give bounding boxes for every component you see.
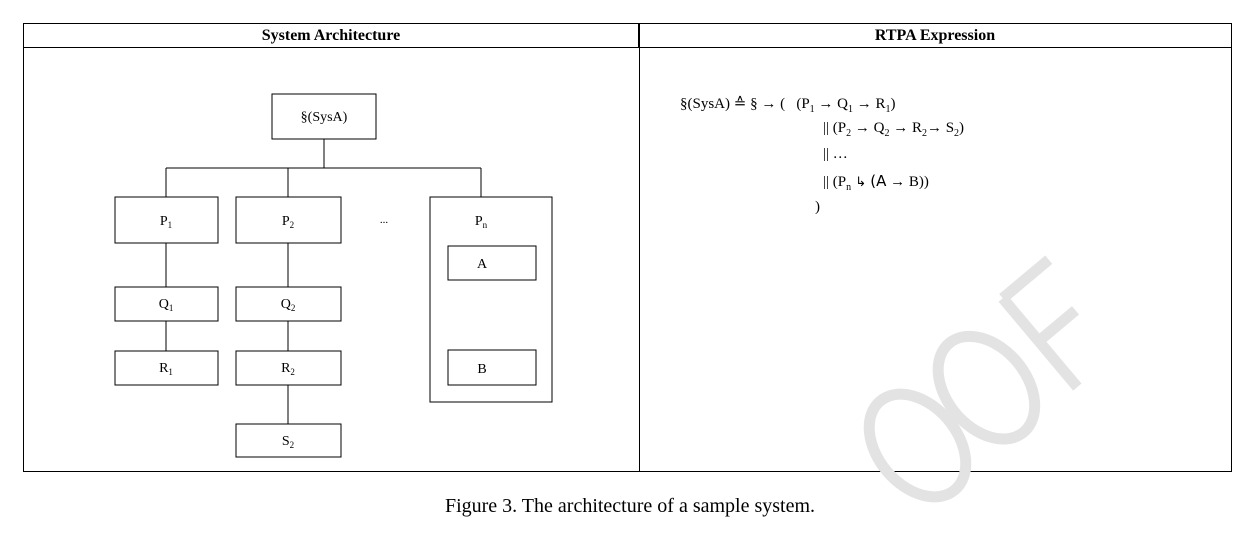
node-s2-label: S2	[282, 434, 294, 450]
node-p1	[114, 196, 219, 244]
node-a	[447, 245, 537, 281]
node-r2-label: R2	[281, 361, 295, 377]
header-system-architecture: System Architecture	[24, 24, 639, 48]
header-rtpa-expression: RTPA Expression	[639, 24, 1231, 48]
ellipsis-label: ...	[380, 214, 389, 226]
node-r1-label: R1	[159, 361, 173, 377]
node-q1-label: Q1	[159, 297, 174, 313]
rtpa-line-2: || (P2 → Q2 → R2→ S2)	[823, 120, 965, 139]
node-q2-label: Q2	[281, 297, 296, 313]
node-pn-label: Pn	[475, 214, 488, 230]
node-root	[271, 93, 377, 140]
rtpa-line-5: )	[815, 199, 820, 215]
node-q1	[114, 286, 219, 322]
node-b-label: B	[477, 362, 486, 377]
node-r1	[114, 350, 219, 386]
node-s2	[235, 423, 342, 458]
figure-table: System Architecture RTPA Expression §(Sy…	[23, 23, 1232, 472]
node-p2-label: P2	[282, 214, 294, 230]
node-a-label: A	[477, 257, 488, 272]
figure-caption: Figure 3. The architecture of a sample s…	[444, 495, 816, 517]
node-p1-label: P1	[160, 214, 172, 230]
node-q2	[235, 286, 342, 322]
architecture-diagram: §(SysA) P1 Q1 R1 P2 Q2 R2 S2 ... Pn A B	[114, 93, 553, 458]
rtpa-line-4: || (Pn ↳ (A → B))	[823, 172, 929, 193]
rtpa-line-1: §(SysA) ≙ § → ( (P1 → Q1 → R1)	[680, 94, 896, 115]
column-divider	[639, 24, 640, 471]
node-root-label: §(SysA)	[301, 110, 348, 125]
rtpa-line-1-lhs: §(SysA) ≙ § → (	[680, 96, 786, 112]
rtpa-line-3: || …	[823, 146, 848, 162]
node-p2	[235, 196, 342, 244]
rtpa-line-1-expr: (P1 → Q1 → R1)	[796, 96, 896, 115]
node-r2	[235, 350, 342, 386]
node-b	[447, 349, 537, 386]
